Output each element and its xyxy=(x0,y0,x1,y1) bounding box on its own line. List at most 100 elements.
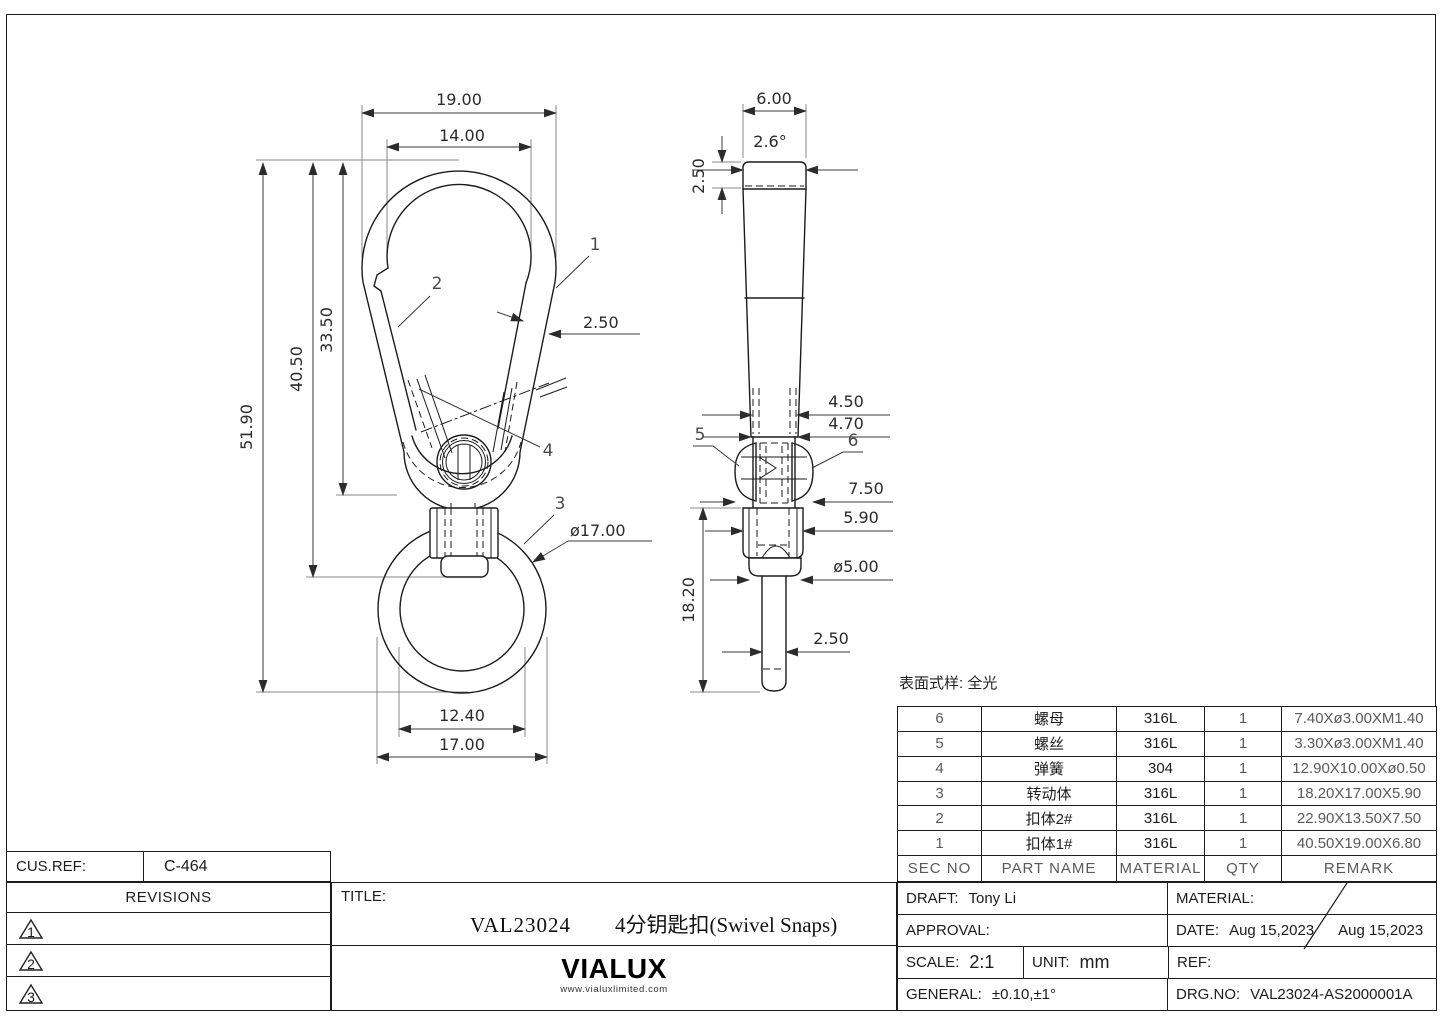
header-material: MATERIAL xyxy=(1117,856,1205,881)
cus-ref-value: C-464 xyxy=(164,857,208,875)
part-name: 扣体1# xyxy=(982,831,1117,856)
remark: 3.30Xø3.00XM1.40 xyxy=(1294,735,1424,753)
table-row: 2 扣体2# 316L 1 22.90X13.50X7.50 xyxy=(898,806,1436,832)
dim-stem-length: 18.20 xyxy=(679,577,698,623)
material: 316L xyxy=(1117,781,1205,806)
material: 304 xyxy=(1117,756,1205,781)
remark: 40.50X19.00X6.80 xyxy=(1296,834,1422,852)
dim-height-total: 51.90 xyxy=(237,404,256,450)
dim-ring-inner: 12.40 xyxy=(439,706,485,725)
approval-label: APPROVAL: xyxy=(906,922,990,939)
dim-ring-outer: 17.00 xyxy=(439,735,485,754)
part-name: 螺母 xyxy=(982,707,1117,731)
dim-arm-thickness: 2.50 xyxy=(583,313,619,332)
callout-2: 2 xyxy=(432,274,443,294)
header-part-name: PART NAME xyxy=(982,856,1117,881)
remark: 12.90X10.00Xø0.50 xyxy=(1292,760,1426,778)
revision-triangle-icon: 2 xyxy=(17,949,45,973)
title-divider xyxy=(331,945,898,946)
table-row: 4 弹簧 304 1 12.90X10.00Xø0.50 xyxy=(898,756,1436,782)
cus-ref-label: CUS.REF: xyxy=(7,852,144,881)
part-number: VAL23024 xyxy=(470,913,571,937)
drg-no-cell: DRG.NO: VAL23024-AS2000001A xyxy=(1168,979,1436,1010)
front-dimension-lines xyxy=(258,108,652,762)
date-label: DATE: xyxy=(1176,922,1220,939)
general-label: GENERAL: xyxy=(906,986,982,1003)
sec-no: 3 xyxy=(898,781,982,806)
hook-body xyxy=(361,170,568,511)
part-name: 弹簧 xyxy=(982,756,1117,781)
pin xyxy=(761,575,787,692)
dim-width-outer: 19.00 xyxy=(436,90,482,109)
qty: 1 xyxy=(1205,831,1282,856)
material: 316L xyxy=(1117,831,1205,856)
remark: 7.40Xø3.00XM1.40 xyxy=(1294,710,1424,728)
material: 316L xyxy=(1117,707,1205,731)
revisions-block: REVISIONS 1 2 3 xyxy=(6,882,331,1011)
sec-no: 6 xyxy=(898,707,982,731)
qty: 1 xyxy=(1205,806,1282,831)
remark: 22.90X13.50X7.50 xyxy=(1296,809,1422,827)
unit-value: mm xyxy=(1079,952,1110,972)
svg-text:2: 2 xyxy=(27,956,35,972)
customer-ref-box: CUS.REF: C-464 xyxy=(6,851,331,882)
drg-no-value: VAL23024-AS2000001A xyxy=(1250,986,1413,1003)
table-row: 1 扣体1# 316L 1 40.50X19.00X6.80 xyxy=(898,831,1436,857)
material: 316L xyxy=(1117,731,1205,756)
table-row: 6 螺母 316L 1 7.40Xø3.00XM1.40 xyxy=(898,707,1436,732)
material-cell: MATERIAL: xyxy=(1168,883,1436,914)
swivel-barrel xyxy=(429,503,499,578)
unit-label: UNIT: xyxy=(1032,954,1070,971)
drg-no-label: DRG.NO: xyxy=(1176,986,1241,1003)
qty: 1 xyxy=(1205,781,1282,806)
date-value-1: Aug 15,2023 xyxy=(1229,922,1315,939)
revision-triangle-icon: 1 xyxy=(17,917,45,941)
scale-cell: SCALE: 2:1 xyxy=(898,947,1024,978)
swivel-stem xyxy=(742,507,804,692)
dim-ring-diameter: ø17.00 xyxy=(570,521,626,540)
info-row: DRAFT: Tony Li MATERIAL: xyxy=(898,883,1436,915)
callout-5: 5 xyxy=(695,425,706,445)
general-cell: GENERAL: ±0.10,±1° xyxy=(898,979,1168,1010)
info-block: DRAFT: Tony Li MATERIAL: APPROVAL: DATE:… xyxy=(897,882,1437,1011)
dim-collar-diameter: ø5.00 xyxy=(833,557,878,576)
qty: 1 xyxy=(1205,756,1282,781)
front-extension-lines xyxy=(256,105,557,764)
callout-4: 4 xyxy=(543,441,554,461)
material: 316L xyxy=(1117,806,1205,831)
gate-notch xyxy=(373,267,417,431)
dim-taper-angle: 2.6° xyxy=(753,132,786,151)
draft-label: DRAFT: xyxy=(906,890,959,907)
part-name: 转动体 xyxy=(982,781,1117,806)
parts-table: 6 螺母 316L 1 7.40Xø3.00XM1.40 5 螺丝 316L 1… xyxy=(897,706,1437,882)
sec-no: 1 xyxy=(898,831,982,856)
dim-top-width: 6.00 xyxy=(756,89,792,108)
pivot-screw xyxy=(436,434,492,490)
table-header-row: SEC NO PART NAME MATERIAL QTY REMARK xyxy=(898,856,1436,881)
sec-no: 4 xyxy=(898,756,982,781)
dim-clevis-outer: 4.70 xyxy=(828,414,864,433)
scale-label: SCALE: xyxy=(906,954,960,971)
company-url: www.vialuxlimited.com xyxy=(560,984,668,995)
barrel-tab xyxy=(440,555,489,578)
nut xyxy=(791,442,814,502)
part-name: 扣体2# xyxy=(982,806,1117,831)
sec-no: 2 xyxy=(898,806,982,831)
revisions-header: REVISIONS xyxy=(7,883,330,913)
qty: 1 xyxy=(1205,707,1282,731)
title-label: TITLE: xyxy=(341,888,387,905)
dim-clevis-inner: 4.50 xyxy=(828,392,864,411)
company-logo: VIALUX xyxy=(561,953,667,984)
dim-width-inner: 14.00 xyxy=(439,126,485,145)
dim-pin-width: 2.50 xyxy=(813,629,849,648)
revision-row: 2 xyxy=(7,945,330,977)
callout-6: 6 xyxy=(848,431,859,451)
unit-cell: UNIT: mm xyxy=(1024,947,1169,978)
scale-value: 2:1 xyxy=(969,952,995,972)
approval-cell: APPROVAL: xyxy=(898,915,1168,946)
screw-and-nut xyxy=(734,442,814,502)
